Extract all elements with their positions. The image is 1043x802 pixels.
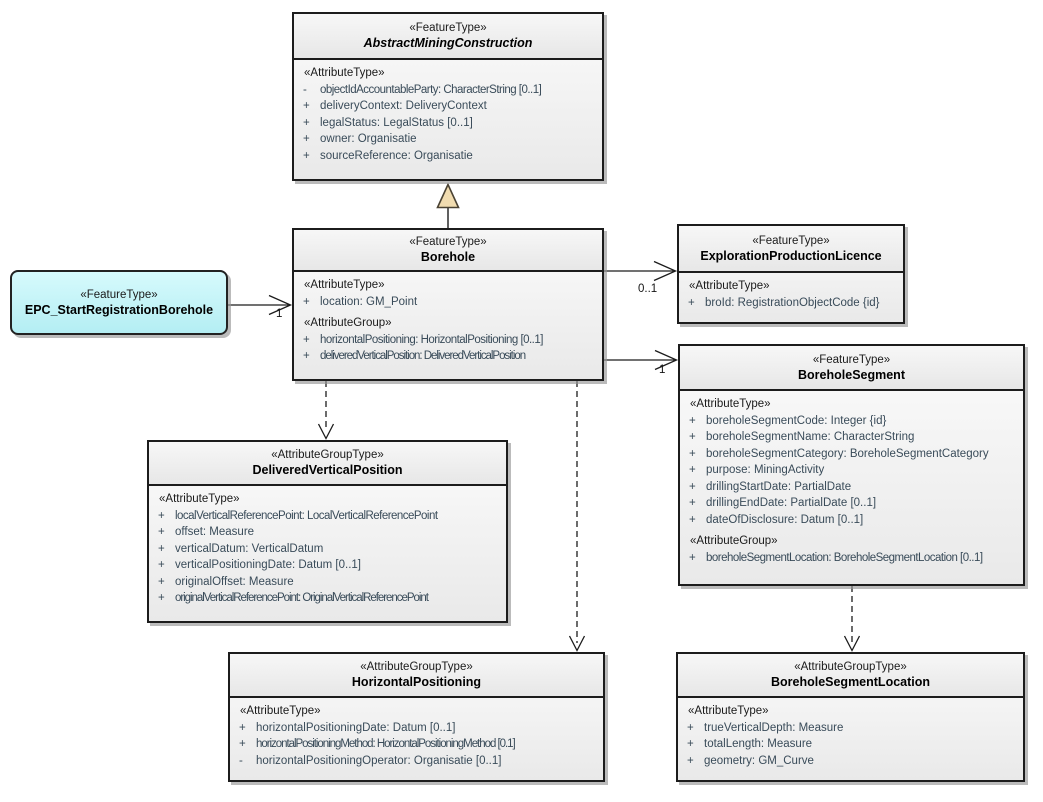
attribute-row: +horizontalPositioningDate: Datum [0..1] [239, 721, 456, 734]
association-borehole-to-boreholesegment[interactable] [604, 349, 679, 371]
class-name: DeliveredVerticalPosition [252, 463, 403, 477]
class-box-borehole[interactable]: «FeatureType» Borehole «AttributeType» +… [292, 228, 604, 381]
class-stereotype: «AttributeGroupType» [794, 661, 907, 673]
attribute-row: +purpose: MiningActivity [689, 464, 825, 476]
attribute-row: +trueVerticalDepth: Measure [687, 721, 844, 734]
dependency-arrowhead-icon [843, 635, 861, 652]
association-arrowhead-icon [653, 260, 678, 282]
attribute-row: -horizontalPositioningOperator: Organisa… [239, 754, 502, 767]
class-box-explorationproductionlicence[interactable]: «FeatureType» ExplorationProductionLicen… [677, 224, 905, 324]
class-box-horizontalpositioning[interactable]: «AttributeGroupType» HorizontalPositioni… [228, 652, 605, 782]
attribute-row: +drillingEndDate: PartialDate [0..1] [689, 497, 877, 509]
attribute-row: +deliveredVerticalPosition: DeliveredVer… [303, 350, 526, 362]
section-heading: «AttributeGroup» [690, 535, 778, 547]
association-arrowhead-icon [654, 349, 679, 371]
attribute-row: +originalOffset: Measure [158, 575, 294, 588]
dependency-arrowhead-icon [317, 423, 335, 440]
attribute-row: +sourceReference: Organisatie [303, 149, 473, 162]
class-stereotype: «AttributeGroupType» [360, 661, 473, 673]
class-header: «FeatureType» BoreholeSegment [680, 346, 1023, 391]
class-header: «AttributeGroupType» HorizontalPositioni… [230, 654, 603, 698]
section-heading: «AttributeType» [159, 493, 240, 505]
class-name: Borehole [420, 250, 476, 264]
class-stereotype: «FeatureType» [812, 353, 891, 366]
attributes-compartment: «AttributeType» +horizontalPositioningDa… [230, 698, 603, 769]
section-heading: «AttributeGroup» [304, 317, 392, 329]
class-name: HorizontalPositioning [351, 675, 482, 689]
class-stereotype: «FeatureType» [80, 288, 158, 301]
attribute-row: +offset: Measure [158, 526, 255, 538]
attribute-row: +boreholeSegmentName: CharacterString [689, 431, 915, 443]
attributes-compartment: «AttributeType» +trueVerticalDepth: Meas… [678, 698, 1023, 769]
generalization-triangle-icon [436, 182, 460, 209]
section-heading: «AttributeType» [304, 67, 385, 79]
attribute-row: +boreholeSegmentCode: Integer {id} [689, 414, 887, 427]
class-name: AbstractMiningConstruction [363, 36, 533, 50]
attribute-row: +originalVerticalReferencePoint: Origina… [158, 592, 429, 604]
dependency-borehole-to-deliveredverticalposition[interactable] [317, 381, 335, 440]
class-stereotype: «AttributeGroupType» [271, 449, 384, 461]
attribute-row: +owner: Organisatie [303, 133, 417, 145]
class-box-abstract-mining-construction[interactable]: «FeatureType» AbstractMiningConstruction… [292, 12, 604, 181]
attributes-compartment: «AttributeType» +boreholeSegmentCode: In… [680, 391, 1023, 566]
attribute-row: +horizontalPositioningMethod: Horizontal… [239, 738, 516, 750]
attribute-row: +geometry: GM_Curve [687, 754, 814, 767]
section-heading: «AttributeType» [689, 280, 770, 292]
association-borehole-to-explorationproductionlicence[interactable] [604, 260, 678, 282]
section-heading: «AttributeType» [690, 398, 771, 410]
class-box-boreholesegment[interactable]: «FeatureType» BoreholeSegment «Attribute… [678, 344, 1025, 586]
dependency-arrowhead-icon [568, 635, 586, 652]
attribute-row: +broId: RegistrationObjectCode {id} [688, 296, 880, 309]
class-box-epc-startregistrationborehole[interactable]: «FeatureType» EPC_StartRegistrationBoreh… [10, 270, 228, 335]
class-header: «AttributeGroupType» BoreholeSegmentLoca… [678, 654, 1023, 698]
attribute-row: +verticalPositioningDate: Datum [0..1] [158, 559, 362, 571]
class-stereotype: «FeatureType» [752, 234, 830, 247]
class-name: BoreholeSegment [798, 367, 905, 382]
attributes-compartment: «AttributeType» +broId: RegistrationObje… [679, 273, 903, 311]
class-box-deliveredverticalposition[interactable]: «AttributeGroupType» DeliveredVerticalPo… [147, 440, 508, 623]
dependency-borehole-to-horizontalpositioning[interactable] [568, 381, 586, 652]
class-name: EPC_StartRegistrationBorehole [24, 302, 214, 317]
class-name: ExplorationProductionLicence [700, 248, 882, 263]
section-heading: «AttributeType» [688, 705, 769, 717]
attributes-compartment: «AttributeType» +location: GM_Point «Att… [294, 272, 602, 365]
class-stereotype: «FeatureType» [409, 22, 487, 34]
association-arrowhead-icon [268, 294, 293, 316]
class-header: «FeatureType» ExplorationProductionLicen… [679, 226, 903, 273]
attribute-row: +boreholeSegmentLocation: BoreholeSegmen… [689, 551, 983, 564]
attributes-compartment: «AttributeType» +localVerticalReferenceP… [149, 486, 506, 607]
class-header: «FeatureType» AbstractMiningConstruction [294, 14, 602, 60]
attribute-row: +verticalDatum: VerticalDatum [158, 542, 324, 555]
class-name: BoreholeSegmentLocation [770, 675, 931, 689]
attribute-row: +deliveryContext: DeliveryContext [303, 100, 487, 112]
attribute-row: +legalStatus: LegalStatus [0..1] [303, 116, 473, 129]
attribute-row: +totalLength: Measure [687, 738, 813, 750]
association-epc-to-borehole[interactable] [228, 294, 293, 316]
section-heading: «AttributeType» [240, 705, 321, 717]
attribute-row: +localVerticalReferencePoint: LocalVerti… [158, 509, 438, 522]
attribute-row: +horizontalPositioning: HorizontalPositi… [303, 333, 543, 346]
class-header: «FeatureType» Borehole [294, 230, 602, 272]
attribute-row: +location: GM_Point [303, 295, 418, 308]
attribute-row: -objectIdAccountableParty: CharacterStri… [303, 83, 542, 96]
attribute-row: +dateOfDisclosure: Datum [0..1] [689, 513, 864, 526]
attribute-row: +boreholeSegmentCategory: BoreholeSegmen… [689, 447, 989, 460]
multiplicity-label-epc-borehole: 1 [276, 308, 283, 320]
multiplicity-label-borehole-epl: 0..1 [638, 283, 658, 295]
attributes-compartment: «AttributeType» -objectIdAccountablePart… [294, 60, 602, 164]
class-box-boreholesegmentlocation[interactable]: «AttributeGroupType» BoreholeSegmentLoca… [676, 652, 1025, 782]
attribute-row: +drillingStartDate: PartialDate [689, 480, 852, 493]
generalization-borehole-to-abstractminingconstruction[interactable] [436, 182, 460, 229]
class-stereotype: «FeatureType» [409, 236, 487, 248]
class-header: «AttributeGroupType» DeliveredVerticalPo… [149, 442, 506, 486]
dependency-boreholesegment-to-boreholesegmentlocation[interactable] [843, 586, 861, 652]
multiplicity-label-borehole-bseg: 1 [659, 364, 666, 376]
section-heading: «AttributeType» [304, 279, 385, 291]
